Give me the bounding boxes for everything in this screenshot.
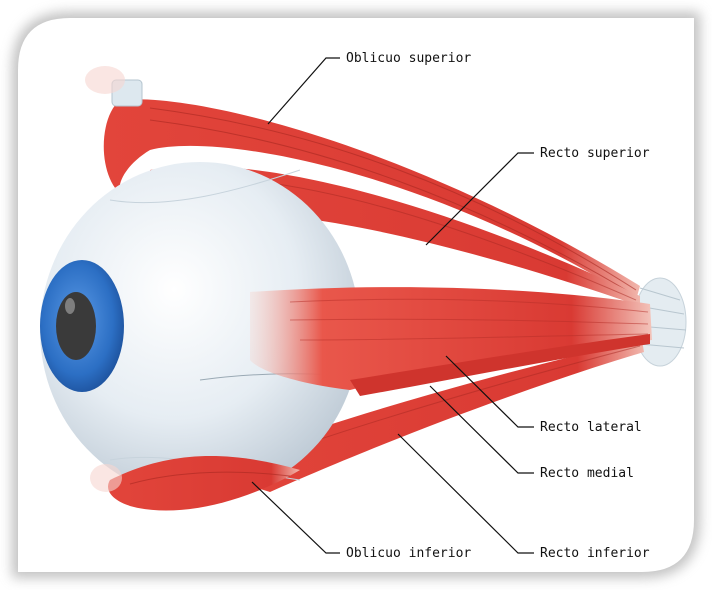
label-oblicuo-inferior: Oblicuo inferior (346, 546, 471, 561)
iris (40, 260, 124, 392)
label-recto-superior: Recto superior (540, 146, 650, 161)
pupil (56, 292, 96, 360)
label-recto-medial: Recto medial (540, 466, 634, 481)
label-recto-inferior: Recto inferior (540, 546, 650, 561)
label-recto-lateral: Recto lateral (540, 420, 642, 435)
label-oblicuo-superior: Oblicuo superior (346, 51, 471, 66)
